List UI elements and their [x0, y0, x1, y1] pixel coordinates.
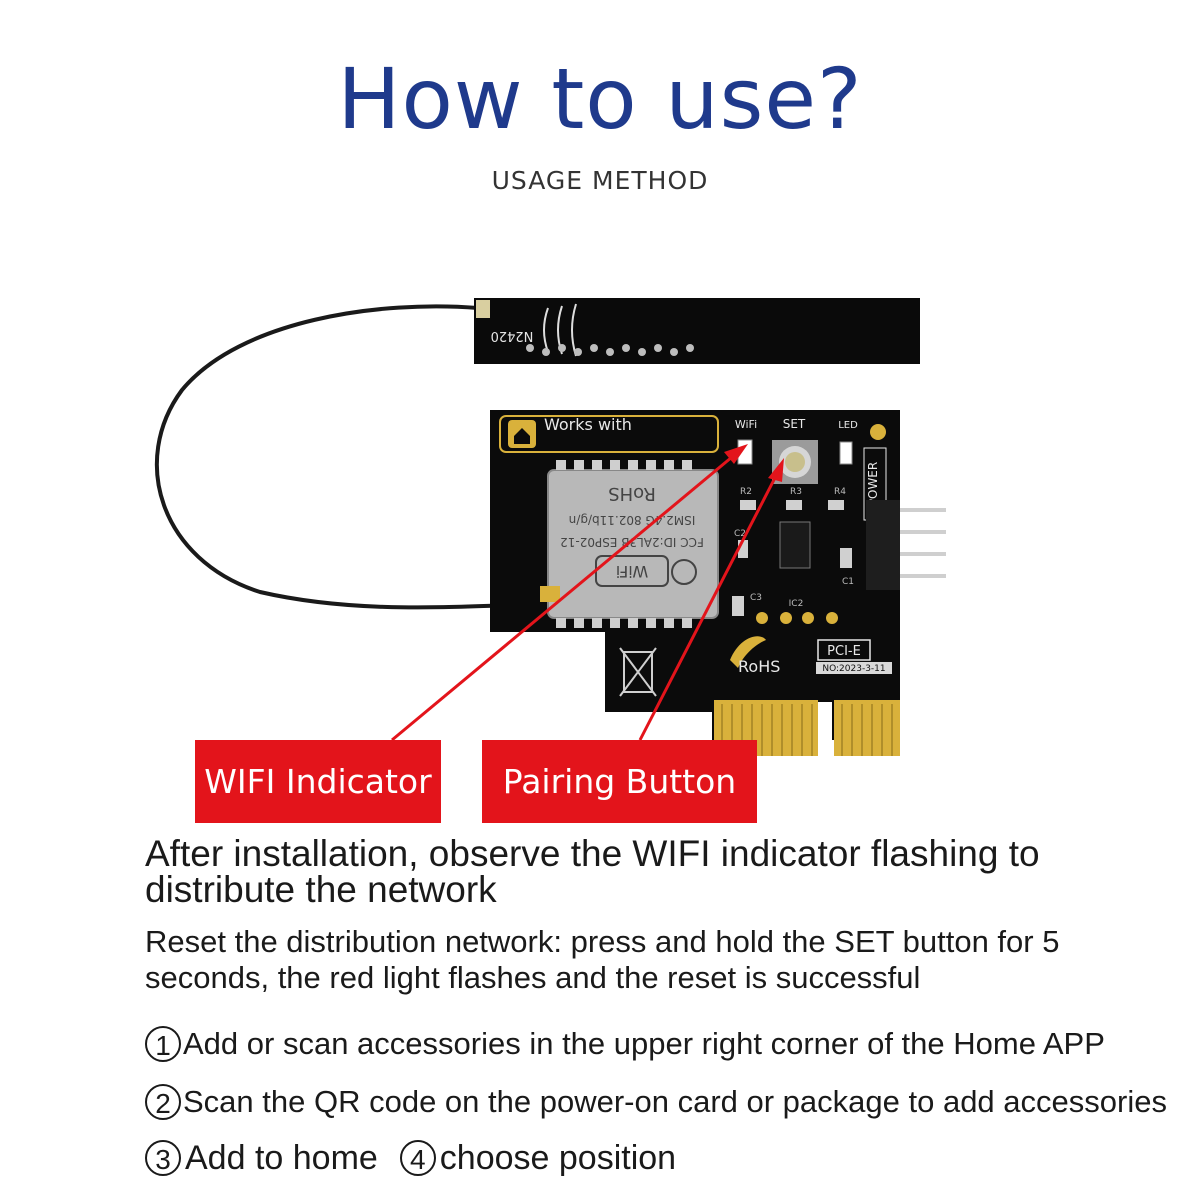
step-text: Scan the QR code on the power-on card or… — [183, 1084, 1167, 1119]
works-with-label: Works with — [544, 415, 632, 434]
pcie-label: PCI-E — [827, 644, 861, 659]
step-text: choose position — [439, 1139, 677, 1177]
works-with-badge: Works with — [499, 415, 719, 453]
power-silk-label: POWER — [866, 462, 880, 506]
led-silk-label: LED — [838, 420, 858, 431]
step-text: Add or scan accessories in the upper rig… — [183, 1026, 1105, 1061]
r4-label: R4 — [834, 487, 846, 497]
c2-label: C2 — [734, 529, 746, 539]
step-number: 3 — [145, 1140, 181, 1176]
reset-instruction: Reset the distribution network: press an… — [145, 924, 1060, 995]
weee-bin-icon — [619, 647, 657, 697]
callout-arrows — [391, 450, 780, 742]
step-text: Add to home — [185, 1139, 378, 1177]
wifi-indicator-callout: WIFI Indicator — [195, 740, 441, 823]
r3-label: R3 — [790, 487, 802, 497]
page-title: How to use? — [337, 50, 863, 148]
main-instruction: After installation, observe the WIFI ind… — [145, 833, 1040, 910]
step-number: 1 — [145, 1026, 181, 1062]
page-subtitle: USAGE METHOD — [491, 166, 709, 195]
rohs-logo: RoHS — [730, 636, 780, 676]
pcie-wifi-card-illustration: N2420 Works with RoHS I — [154, 298, 946, 756]
antenna-label: N2420 — [491, 328, 534, 343]
module-wifi-logo: WiFi — [616, 562, 648, 581]
antenna-cable — [154, 304, 548, 610]
set-silk-label: SET — [783, 417, 806, 431]
c1-label: C1 — [842, 577, 854, 587]
module-line-1: ISM2.4G 802.11b/g/n — [569, 513, 696, 527]
status-led — [839, 441, 853, 465]
pairing-button-callout: Pairing Button — [482, 740, 757, 823]
r2-label: R2 — [740, 487, 752, 497]
ic2-label: IC2 — [789, 599, 804, 609]
step-number: 2 — [145, 1084, 181, 1120]
module-rohs: RoHS — [608, 483, 656, 504]
antenna-strip: N2420 — [474, 298, 920, 364]
wifi-silk-label: WiFi — [735, 418, 757, 431]
date-label: NO:2023-3-11 — [822, 664, 885, 674]
power-header: POWER — [863, 447, 946, 590]
c3-label: C3 — [750, 593, 762, 603]
rohs-logo-label: RoHS — [738, 657, 780, 676]
step-number: 4 — [399, 1140, 436, 1176]
